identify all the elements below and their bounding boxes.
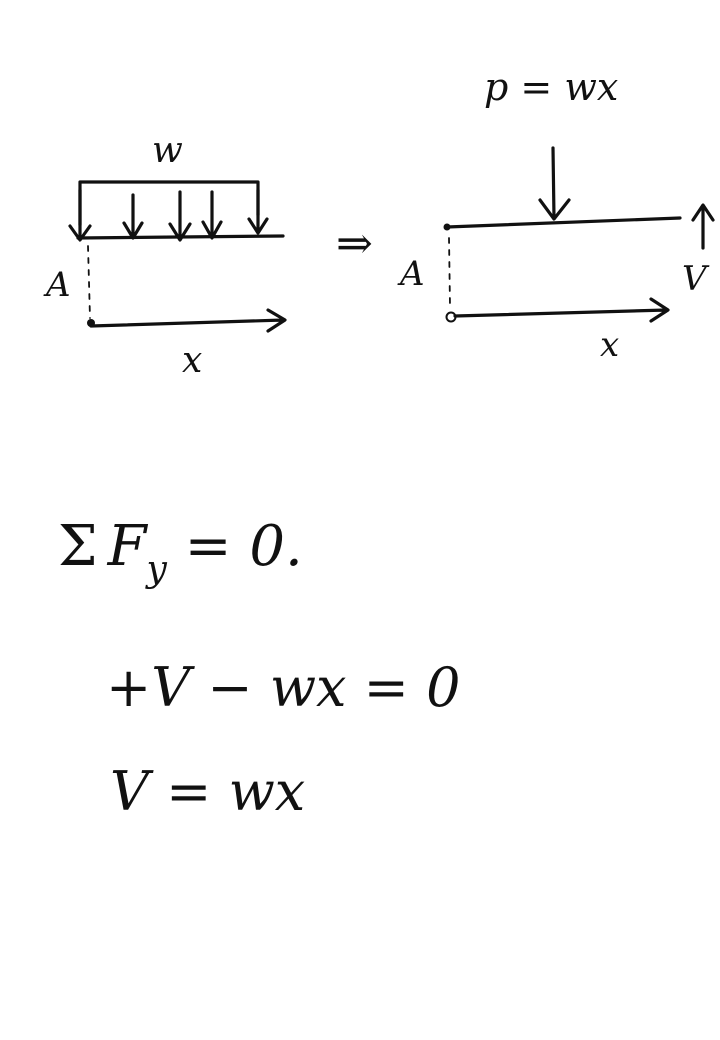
shear-force-label: V — [682, 259, 710, 299]
shear-force-arrow — [691, 203, 715, 250]
left-axis-label: x — [182, 340, 202, 381]
left-cut-line — [87, 245, 91, 319]
right-support-label: A — [397, 254, 425, 294]
shear-result-equation: V = wx — [110, 760, 305, 823]
left-load-label: w — [152, 130, 183, 171]
right-beam-line — [445, 216, 682, 229]
resultant-force-label: p = wx — [484, 65, 618, 109]
equilibrium-expanded-equation: +V − wx = 0 — [106, 656, 460, 719]
right-x-axis-arrow — [453, 297, 670, 323]
left-beam-diagram: w A x — [43, 130, 287, 381]
left-support-label: A — [43, 265, 71, 305]
distributed-load-arrows — [68, 188, 269, 242]
distributed-load-outline — [78, 180, 260, 227]
point-load-arrow — [538, 146, 571, 221]
implies-arrow-icon: ⇒ — [336, 218, 373, 269]
right-beam-diagram: p = wx V A x — [397, 65, 715, 365]
right-axis-label: x — [600, 325, 619, 365]
right-cut-line — [448, 237, 451, 307]
left-beam-line — [76, 234, 285, 240]
left-x-axis-arrow — [89, 308, 287, 333]
